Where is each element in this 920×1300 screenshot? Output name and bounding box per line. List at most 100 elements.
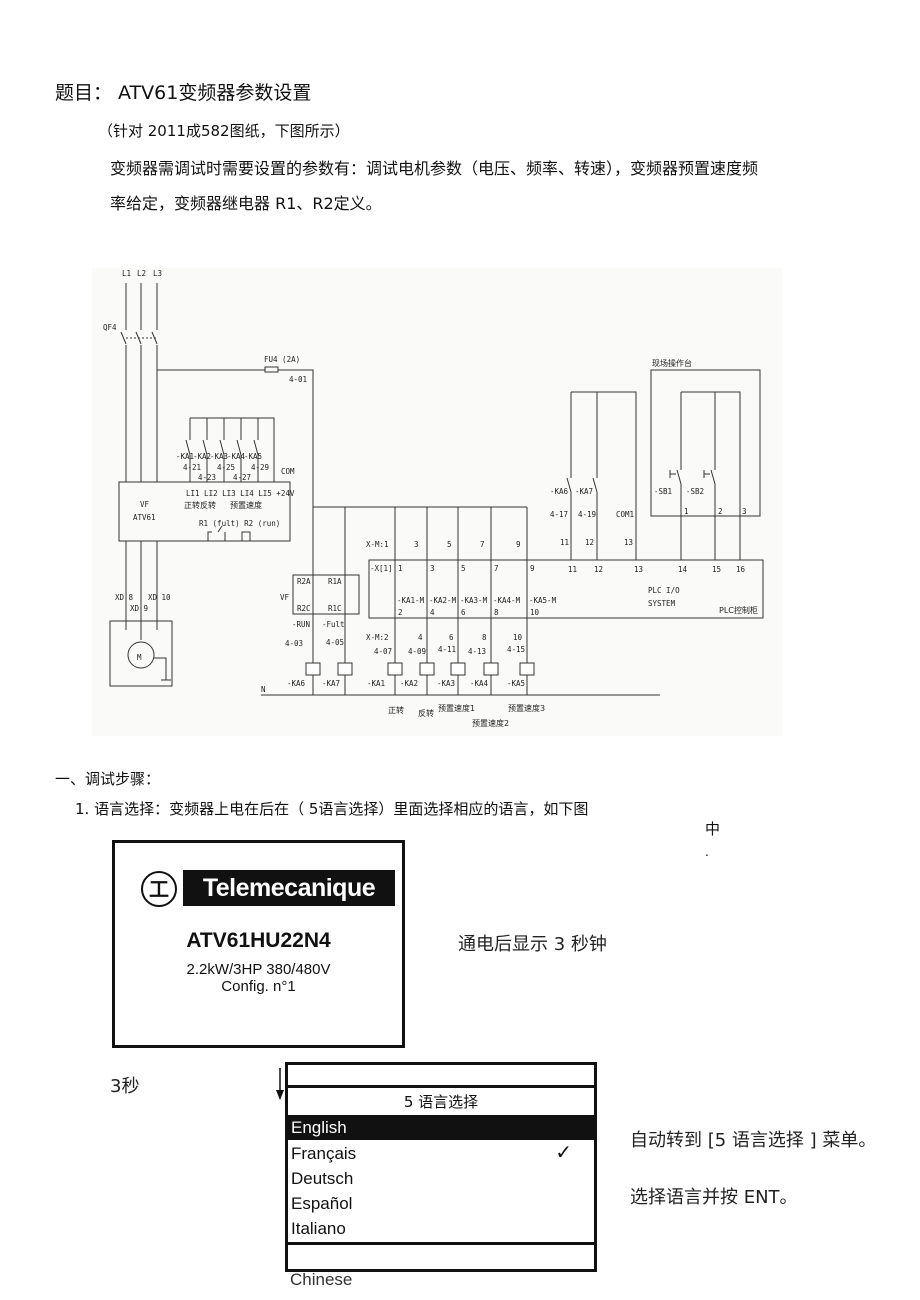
ka7-contact: -KA7 — [575, 487, 593, 496]
plc-term: 13 — [634, 565, 643, 574]
diagram-labels: L1 L2 L3 QF4 FU4 (2A) 4-01 -KA1 -KA2 -KA… — [103, 269, 758, 728]
com-label: COM — [281, 467, 295, 476]
intro-line-1: 变频器需调试时需要设置的参数有：调试电机参数（电压、频率、转速），变频器预置速度… — [110, 159, 759, 178]
xd-terminal: XD 8 — [115, 593, 134, 602]
li-desc-speed: 预置速度 — [230, 500, 262, 510]
coil-label: -KA3 — [437, 679, 455, 688]
out-bottom-term: 10 — [513, 633, 523, 642]
step-1-dot: . — [705, 845, 709, 859]
input-contact: -KA2 — [193, 452, 211, 461]
coil-label: -KA4 — [470, 679, 489, 688]
menu-item-deutsch[interactable]: Deutsch — [291, 1169, 354, 1188]
out-bottom-term: 4 — [430, 608, 435, 617]
coils — [305, 662, 535, 676]
button-label: -SB1 — [654, 487, 672, 496]
phase-label: L2 — [137, 269, 146, 278]
input-wire: 4-21 — [183, 463, 201, 472]
menu-item-chinese[interactable]: Chinese — [290, 1270, 353, 1289]
relay-r1a: R1A — [328, 577, 342, 586]
out-top-term: 5 — [447, 540, 452, 549]
xd-terminal: XD 9 — [130, 604, 148, 613]
input-wire: 4-27 — [233, 473, 251, 482]
menu-item-francais[interactable]: Français✓ — [291, 1141, 594, 1166]
out-top-term: 7 — [480, 540, 485, 549]
neutral-label: N — [261, 685, 266, 694]
out-bottom-term: 8 — [494, 608, 499, 617]
subtitle: （针对 2011成582图纸，下图所示） — [98, 122, 350, 140]
run-label: -RUN — [292, 620, 310, 629]
menu-note-2: 选择语言并按 ENT。 — [630, 1187, 798, 1208]
out-top-term: 3 — [414, 540, 419, 549]
operator-panel-label: 现场操作台 — [652, 358, 692, 368]
out-wire: 4-13 — [468, 647, 486, 656]
out-contact: -KA2-M — [429, 596, 457, 605]
drive-model: ATV61HU22N4 — [186, 929, 331, 952]
run-wire: 4-03 — [285, 639, 303, 648]
fult-wire: 4-05 — [326, 638, 344, 647]
relay-r2c: R2C — [297, 604, 311, 613]
xm1-label: X-M:1 — [366, 540, 389, 549]
button-label: -SB2 — [686, 487, 704, 496]
menu-footer-divider — [288, 1242, 594, 1245]
out-bottom-term: 2 — [398, 608, 403, 617]
out-wire: 4-07 — [374, 647, 392, 656]
drive-rating: 2.2kW/3HP 380/480V — [186, 961, 331, 978]
panel-term: 2 — [718, 507, 723, 516]
menu-header-blank — [288, 1065, 594, 1088]
intro-line-2: 率给定，变频器继电器 R1、R2定义。 — [110, 194, 382, 213]
menu-note-1: 自动转到 [5 语言选择 ] 菜单。 — [630, 1130, 877, 1151]
check-icon: ✓ — [555, 1142, 572, 1164]
menu-item-espanol[interactable]: Español — [291, 1194, 353, 1213]
ka6-wire: 4-17 — [550, 510, 568, 519]
out-wire: 4-11 — [438, 645, 456, 654]
out-contact: -KA4-M — [493, 596, 521, 605]
x1-label: -X[1] — [370, 564, 393, 573]
fuse-label: FU4 (2A) — [264, 355, 300, 364]
function-label: 预置速度1 — [438, 703, 475, 713]
language-menu: 5 语言选择 English Français✓ Deutsch Español… — [285, 1062, 597, 1272]
plc-term-top: 13 — [624, 538, 633, 547]
out-top-term: 3 — [430, 564, 435, 573]
startup-note: 通电后显示 3 秒钟 — [458, 934, 607, 955]
function-label: 反转 — [418, 708, 434, 718]
plc-term: 12 — [594, 565, 603, 574]
input-contact: -KA1 — [176, 452, 194, 461]
brand-logo: Telemecanique — [183, 870, 395, 906]
menu-item-italiano[interactable]: Italiano — [291, 1219, 346, 1238]
plc-term: 15 — [712, 565, 721, 574]
input-contact: -KA5 — [244, 452, 262, 461]
breaker-label: QF4 — [103, 323, 117, 332]
out-contact: -KA1-M — [397, 596, 425, 605]
arrow-down-icon — [276, 1068, 284, 1100]
diagram-background — [92, 268, 782, 736]
vf-label: VF — [140, 500, 150, 509]
out-top-term: 9 — [516, 540, 521, 549]
out-contact: -KA5-M — [529, 596, 557, 605]
vf-model: ATV61 — [133, 513, 156, 522]
drive-config: Config. n°1 — [221, 978, 296, 995]
startup-display: 工 Telemecanique ATV61HU22N4 2.2kW/3HP 38… — [112, 840, 405, 1048]
relay-r1c: R1C — [328, 604, 342, 613]
telemecanique-logo-icon: 工 — [141, 871, 177, 907]
coil-label: -KA2 — [400, 679, 418, 688]
input-contact: -KA3 — [210, 452, 228, 461]
out-bottom-term: 8 — [482, 633, 487, 642]
out-wire: 4-09 — [408, 647, 426, 656]
phase-label: L3 — [153, 269, 162, 278]
plc-term-top: 11 — [560, 538, 569, 547]
plc-term-top: 12 — [585, 538, 594, 547]
coil-label: -KA5 — [507, 679, 525, 688]
xm2-label: X-M:2 — [366, 633, 389, 642]
delay-label: 3秒 — [110, 1076, 140, 1097]
com1-label: COM1 — [616, 510, 634, 519]
relay-terminals: R1 (fult) R2 (run) — [199, 519, 280, 528]
plc-io-label: PLC I/O — [648, 586, 680, 595]
function-label: 正转 — [388, 705, 404, 715]
step-1-text: 1. 语言选择：变频器上电在后在（ 5语言选择）里面选择相应的语言，如下图 — [75, 800, 589, 818]
motor-symbol: M — [137, 653, 142, 662]
menu-item-english[interactable]: English — [288, 1115, 594, 1140]
out-top-term: 9 — [530, 564, 535, 573]
function-label: 预置速度3 — [508, 703, 545, 713]
out-contact: -KA3-M — [460, 596, 488, 605]
out-wire: 4-15 — [507, 645, 525, 654]
